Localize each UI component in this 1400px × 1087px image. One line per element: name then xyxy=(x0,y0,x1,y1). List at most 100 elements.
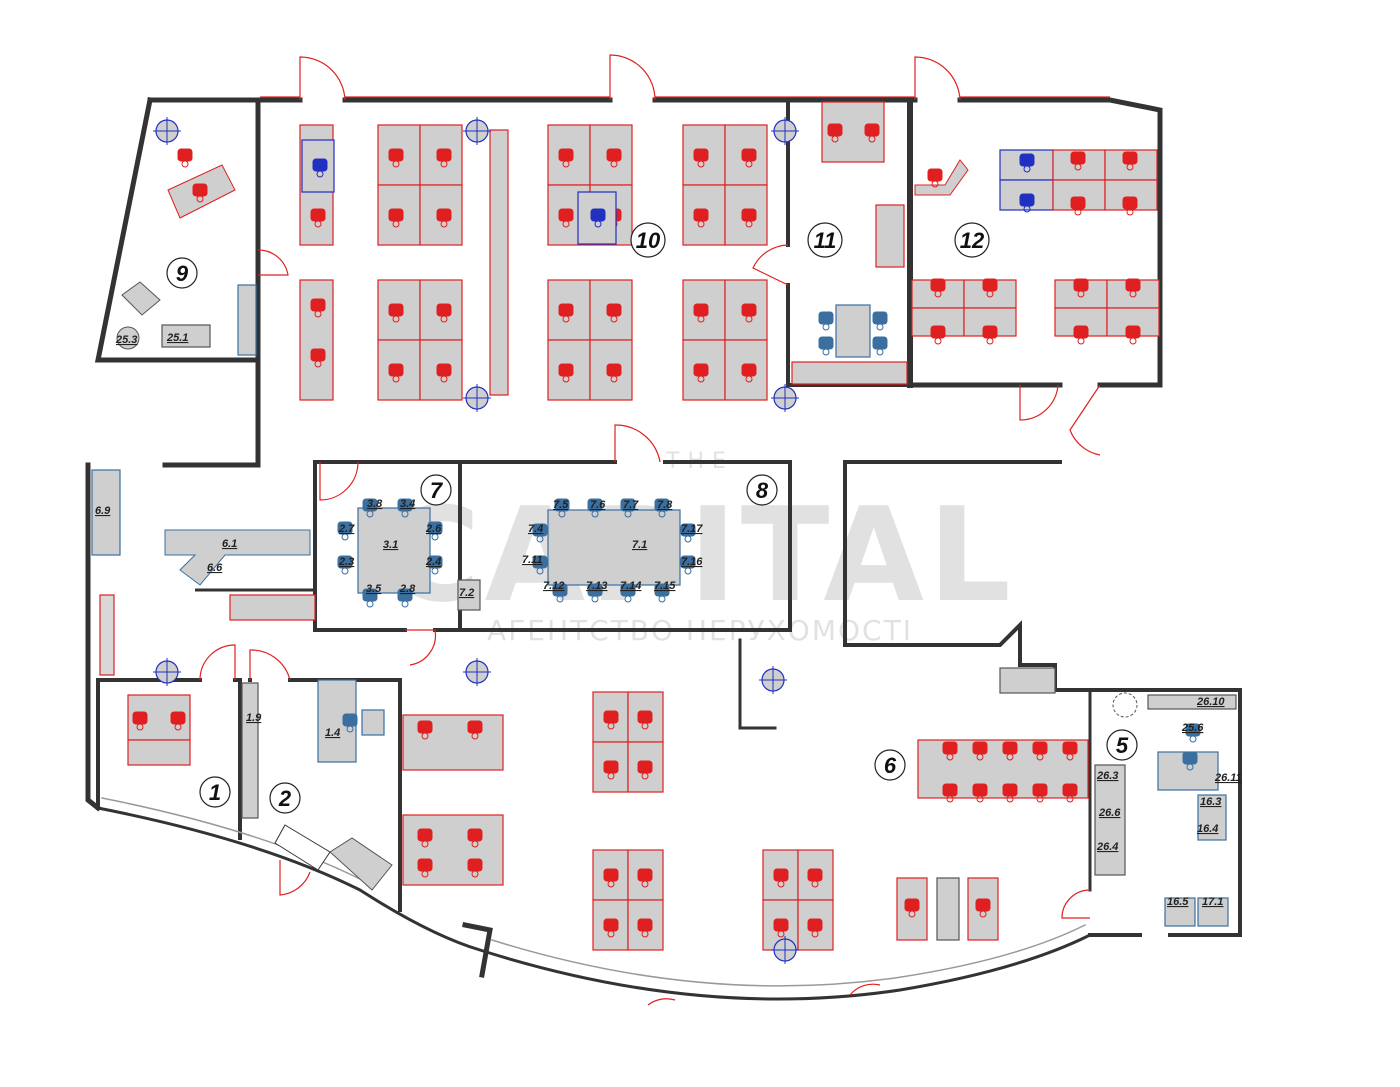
chair-base xyxy=(1074,208,1082,216)
chair-base xyxy=(745,315,753,323)
door-room-1 xyxy=(199,644,236,681)
chair xyxy=(558,208,574,222)
label-1-9: 1.9 xyxy=(246,712,262,724)
chair xyxy=(1182,751,1198,765)
chair xyxy=(467,720,483,734)
chair-base xyxy=(658,510,666,518)
room-9-circle xyxy=(166,257,198,289)
facade-column xyxy=(462,922,493,978)
chair xyxy=(864,123,880,137)
room-2-number: 2 xyxy=(278,786,292,811)
chair-base xyxy=(976,753,984,761)
chair xyxy=(558,363,574,377)
watermark-main: CAPITAL xyxy=(385,479,1015,631)
chair xyxy=(818,311,834,325)
chair xyxy=(417,720,433,734)
chair xyxy=(637,760,653,774)
item-labels: 25.3 25.1 6.9 6.1 6.6 3.8 3.4 2.7 2.6 3.… xyxy=(95,332,1242,908)
label-25-3: 25.3 xyxy=(115,334,137,346)
chair-base xyxy=(811,930,819,938)
chair-base xyxy=(471,840,479,848)
door-facade-2 xyxy=(849,983,881,996)
room-1-walls xyxy=(96,678,242,840)
room-5-circle xyxy=(1106,729,1138,761)
chair-base xyxy=(946,795,954,803)
label-16-4: 16.4 xyxy=(1197,823,1218,835)
chair xyxy=(603,868,619,882)
label-3-1: 3.1 xyxy=(383,539,398,551)
chair-base xyxy=(421,732,429,740)
door-2 xyxy=(609,54,656,101)
furniture xyxy=(91,101,1237,951)
chair xyxy=(436,363,452,377)
columns xyxy=(153,117,799,964)
label-1-4: 1.4 xyxy=(325,727,340,739)
chair xyxy=(603,710,619,724)
chair xyxy=(436,148,452,162)
chair-base xyxy=(1023,165,1031,173)
chair-base xyxy=(314,360,322,368)
chair-base xyxy=(536,567,544,575)
desk xyxy=(627,899,664,951)
desk xyxy=(457,579,481,611)
chair xyxy=(904,898,920,912)
chair-base xyxy=(431,567,439,575)
column-marker xyxy=(153,658,181,686)
chair xyxy=(930,278,946,292)
chair-base xyxy=(562,315,570,323)
label-2-6: 2.6 xyxy=(425,523,442,535)
room-9-number: 9 xyxy=(176,261,189,286)
chair-base xyxy=(536,535,544,543)
chair xyxy=(1002,741,1018,755)
chair xyxy=(693,148,709,162)
door-3 xyxy=(914,56,961,101)
chair-base xyxy=(641,772,649,780)
desk xyxy=(241,682,259,819)
chair-base xyxy=(610,315,618,323)
room-11-circle xyxy=(807,222,843,258)
chair-base xyxy=(745,220,753,228)
chair xyxy=(927,168,943,182)
chair-base xyxy=(431,533,439,541)
chair xyxy=(1019,193,1035,207)
chair-base xyxy=(1006,795,1014,803)
curved-facade xyxy=(96,806,1093,1001)
chair-base xyxy=(641,880,649,888)
chair xyxy=(637,710,653,724)
chair-base xyxy=(181,160,189,168)
desk xyxy=(797,849,834,901)
label-6-6: 6.6 xyxy=(207,562,223,574)
chair xyxy=(807,868,823,882)
desk xyxy=(1164,897,1196,927)
desk xyxy=(875,204,905,268)
chair-base xyxy=(136,723,144,731)
chair xyxy=(177,148,193,162)
chair-base xyxy=(697,220,705,228)
door-meeting-bottom xyxy=(405,629,437,666)
column-marker xyxy=(771,117,799,145)
chair xyxy=(972,741,988,755)
chair-base xyxy=(624,595,632,603)
desk xyxy=(1147,694,1237,710)
door-exit xyxy=(1069,384,1101,456)
desk xyxy=(1197,897,1229,927)
label-7-7: 7.7 xyxy=(623,499,639,511)
wall-cabinet xyxy=(99,594,115,676)
chair-base xyxy=(697,315,705,323)
chair xyxy=(773,918,789,932)
door-entrance xyxy=(279,860,311,896)
chair-base xyxy=(979,910,987,918)
chair-base xyxy=(745,375,753,383)
room-6-circle xyxy=(874,749,906,781)
desk xyxy=(896,877,928,941)
desk xyxy=(229,594,316,621)
chair-base xyxy=(440,315,448,323)
chair-base xyxy=(392,375,400,383)
label-3-5: 3.5 xyxy=(366,583,382,595)
chair xyxy=(436,208,452,222)
door-room-11 xyxy=(752,244,789,286)
room-8-circle xyxy=(746,474,778,506)
room-9-walls xyxy=(94,97,263,363)
chair-base xyxy=(1129,290,1137,298)
desk xyxy=(127,739,191,766)
